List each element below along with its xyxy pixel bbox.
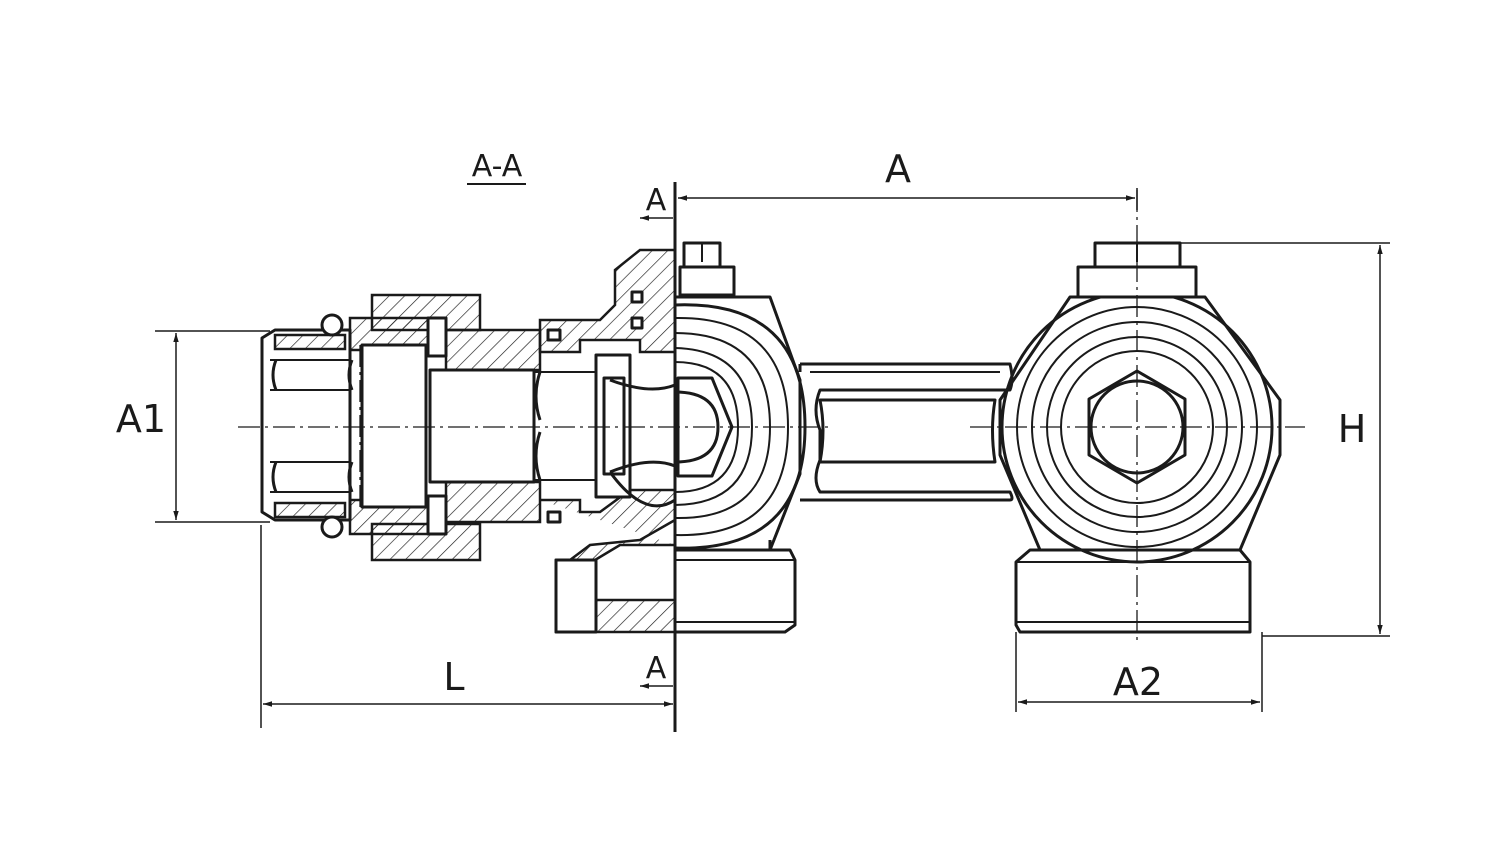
dimension-a2 [1015, 632, 1263, 712]
o-ring-top [320, 313, 344, 337]
valve-body-section [538, 248, 677, 634]
section-view [260, 182, 677, 732]
dimension-l [260, 525, 673, 728]
centre-lines [238, 190, 1305, 645]
dimension-a [678, 188, 1138, 210]
label-h: H [1338, 407, 1367, 451]
section-mark-bottom: A [646, 651, 667, 686]
label-a1: A1 [116, 397, 166, 441]
label-a: A [885, 147, 911, 191]
section-mark-top: A [646, 183, 667, 218]
union-nut [260, 328, 354, 522]
dimension-h [1180, 242, 1390, 637]
manifold-bridge [798, 362, 1014, 502]
label-a2: A2 [1113, 660, 1163, 704]
right-valve-body [998, 241, 1282, 634]
label-l: L [443, 655, 464, 699]
o-ring-bottom [320, 515, 344, 539]
compression-body [348, 293, 600, 562]
left-valve-body [674, 241, 807, 634]
section-title: A-A [472, 149, 523, 184]
dimension-a1 [155, 330, 270, 523]
